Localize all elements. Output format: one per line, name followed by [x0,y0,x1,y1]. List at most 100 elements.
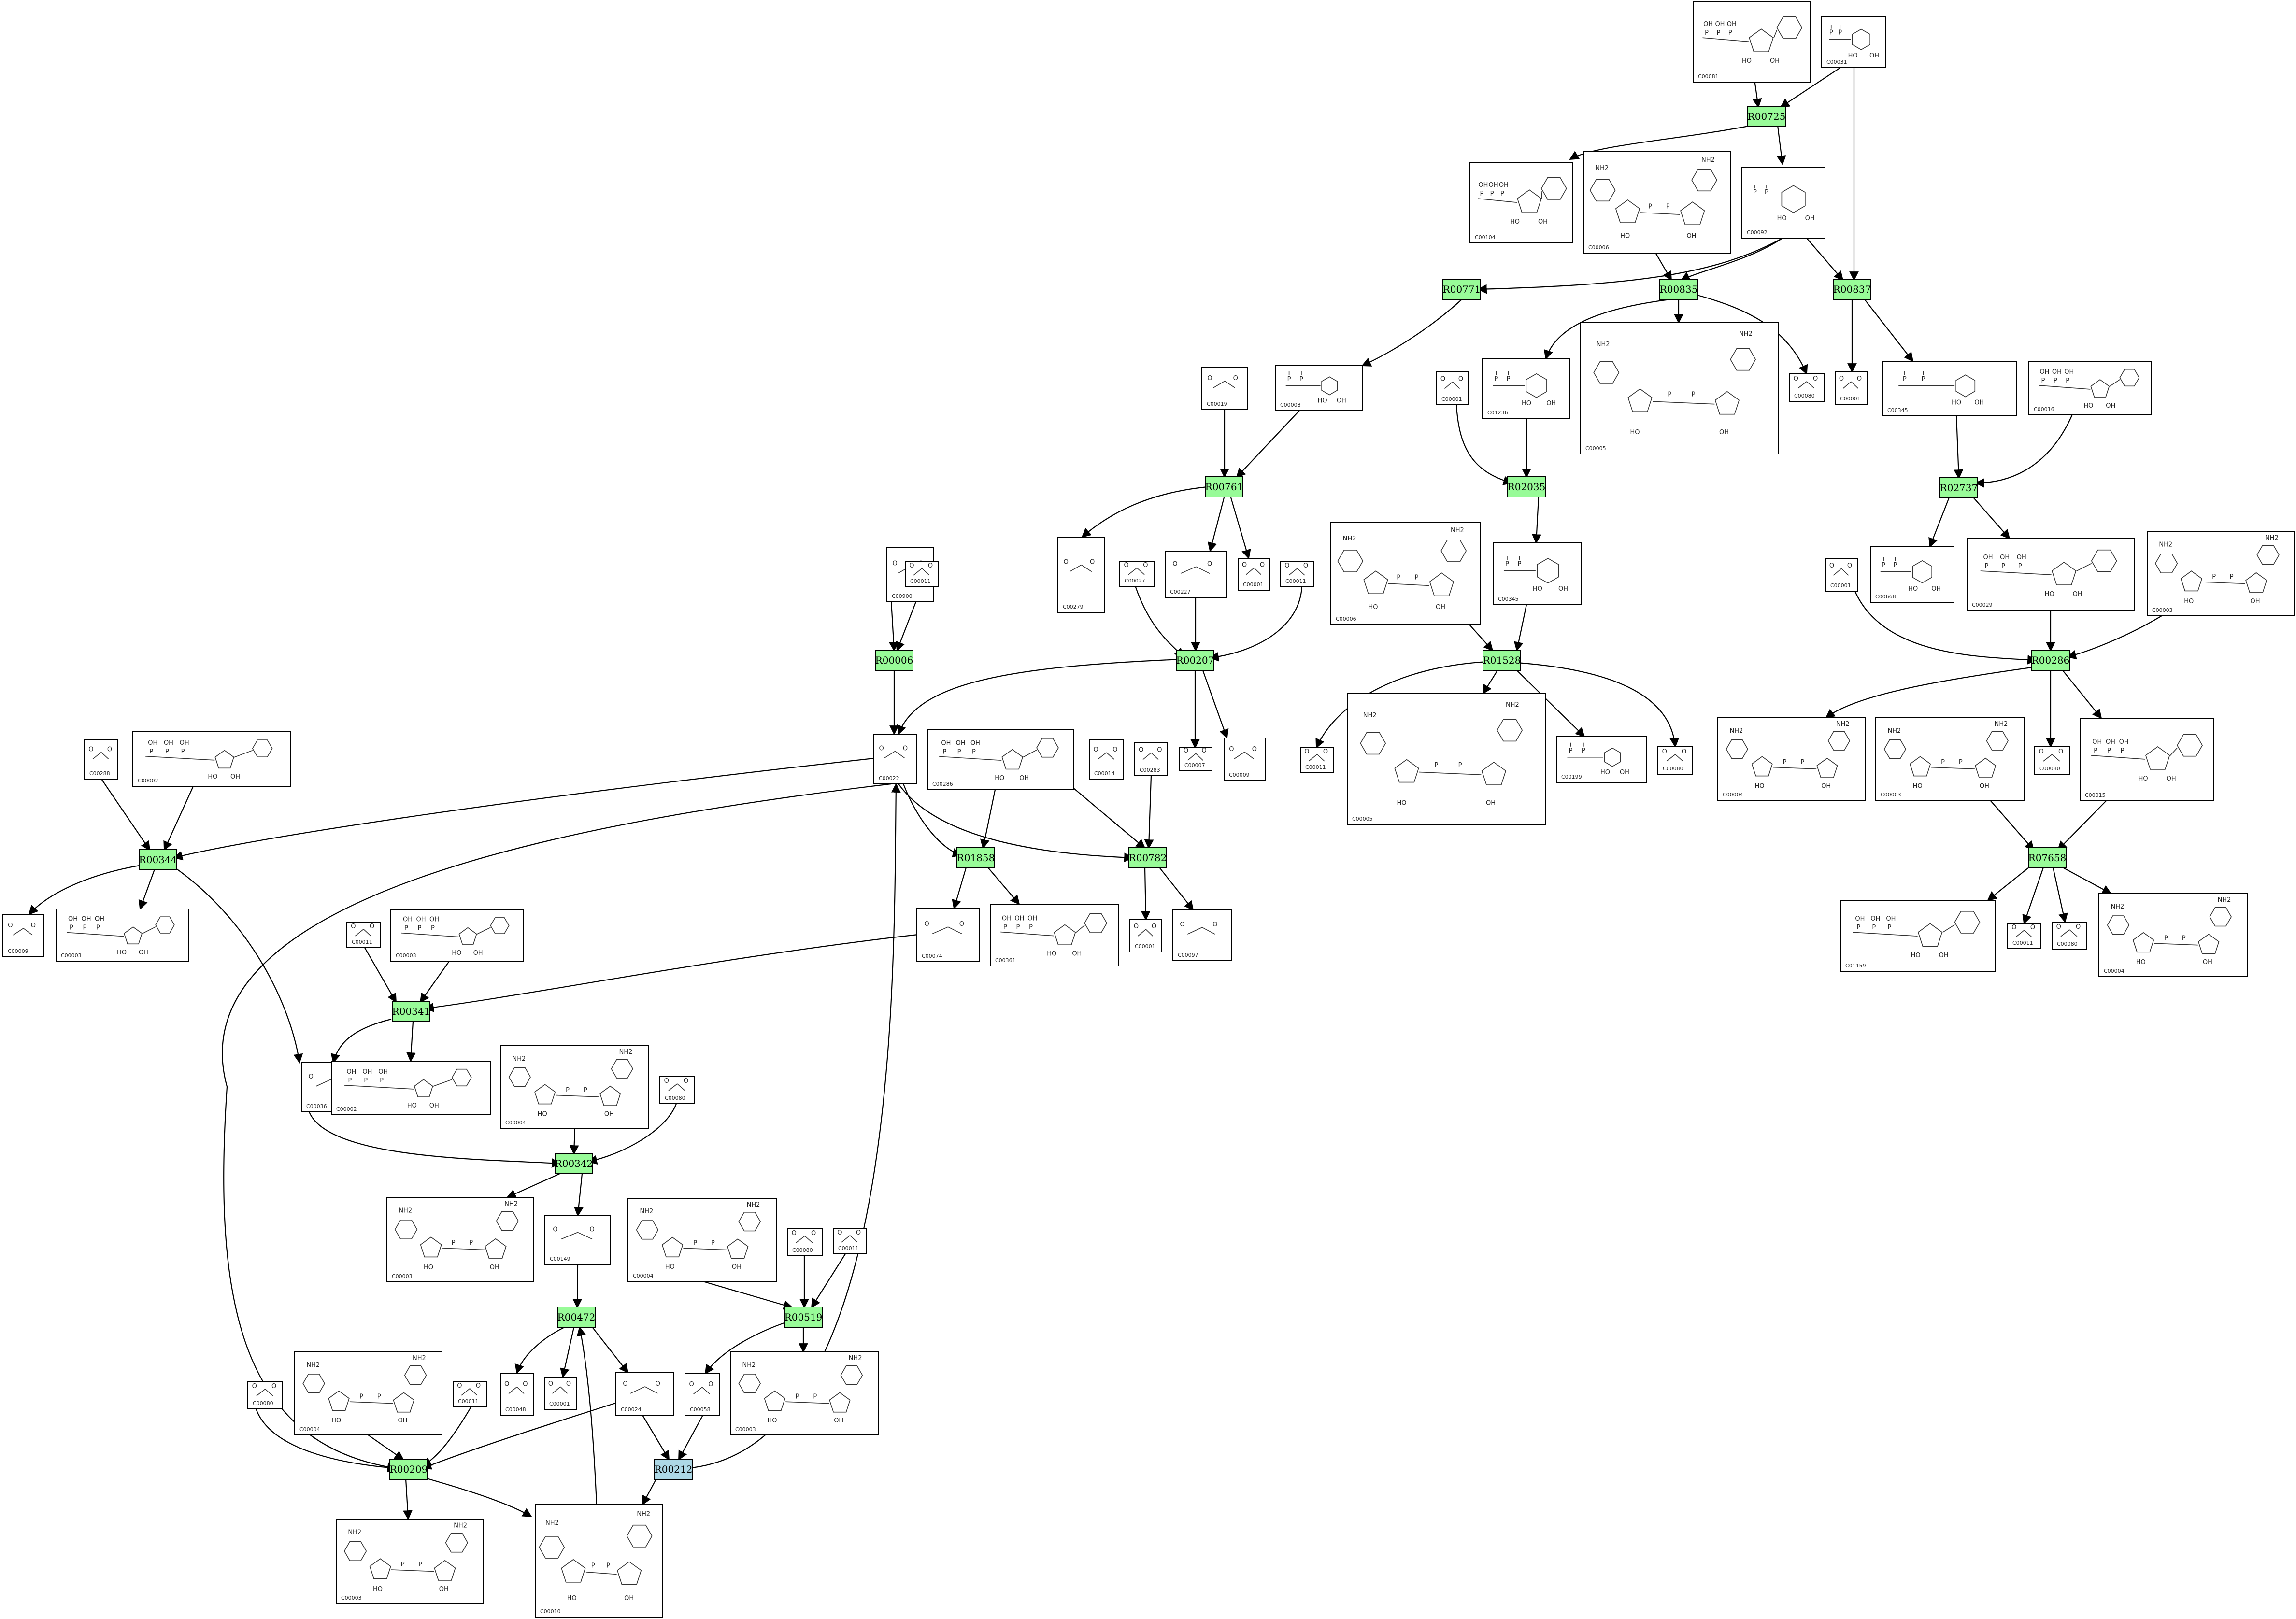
reaction-node[interactable]: R00519 [784,1307,823,1328]
bond-line [630,1386,645,1394]
reaction-node[interactable]: R00761 [1205,476,1243,497]
ring-shape [124,926,143,945]
reaction-node[interactable]: R00837 [1833,279,1871,300]
reaction-node[interactable]: R00286 [2031,650,2070,671]
atom-label: O [664,1078,669,1085]
reaction-node[interactable]: R00212 [654,1459,693,1480]
reaction-node[interactable]: R00341 [392,1001,430,1022]
reaction-node[interactable]: R00209 [389,1459,428,1480]
reaction-node[interactable]: R00725 [1747,106,1786,127]
reaction-node[interactable]: R02035 [1507,476,1546,497]
reaction-node[interactable]: R00342 [555,1153,593,1174]
reaction-node[interactable]: R00472 [557,1307,596,1328]
ring-shape [1440,539,1467,562]
reaction-node[interactable]: R00782 [1128,847,1167,868]
compound-id-label: C00001 [549,1401,570,1407]
reaction-node[interactable]: R00835 [1659,279,1698,300]
reaction-node[interactable]: R00207 [1176,650,1214,671]
reaction-node[interactable]: R01528 [1483,650,1521,671]
reaction-node[interactable]: R00006 [875,650,913,671]
reaction-node[interactable]: R02737 [1939,477,1978,498]
reaction-node[interactable]: R01858 [956,847,995,868]
reaction-node[interactable]: R00344 [139,849,177,870]
reaction-node[interactable]: R07658 [2028,847,2067,868]
reaction-node[interactable]: R00771 [1442,279,1481,300]
compound-box [1238,558,1270,591]
atom-label: HO [1630,429,1640,436]
